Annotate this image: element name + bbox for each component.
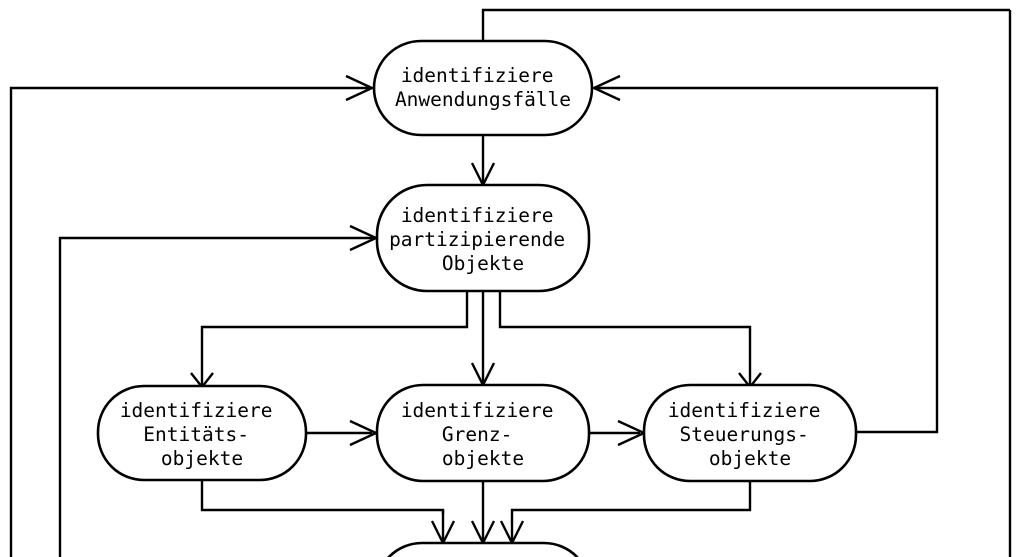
node-anwendungsfaelle-label: identifiziere Anwendungsfälle [395,64,571,111]
node-entitaetsobjekte[interactable]: identifiziere Entitäts- objekte [96,384,308,482]
node-bottom-node-cutoff[interactable] [376,541,590,557]
edge-left-inner-loop-to-partizipierende [58,236,374,557]
node-steuerungsobjekte-shape [642,383,858,483]
arrowhead-into-anwendungsfaelle-right [591,74,621,102]
node-partizipierende-line-1: partizipierende [389,228,565,251]
node-grenz-line-1: Grenz- [442,423,512,446]
node-grenzobjekte-shape [375,383,591,483]
node-grenzobjekte[interactable]: identifiziere Grenz- objekte [375,383,591,483]
node-partizipierende-line-0: identifiziere [401,204,554,227]
node-entitaetsobjekte-shape [96,384,308,482]
edge-steuerungs-to-anwendungsfaelle-feedback [596,86,939,434]
node-steuerungsobjekte-label: identifiziere Steuerungs- objekte [668,399,832,470]
node-grenz-line-2: objekte [442,447,524,470]
node-partizipierende-objekte[interactable]: identifiziere partizipierende Objekte [375,183,591,293]
node-entitaets-line-2: objekte [161,447,243,470]
node-entitaetsobjekte-label: identifiziere Entitäts- objekte [120,399,284,470]
node-entitaets-line-0: identifiziere [120,399,273,422]
node-layer: identifiziere Anwendungsfälle identifizi… [96,39,858,557]
node-steuerungs-line-2: objekte [709,447,791,470]
edge-top-return-into-anwendungsfaelle [481,8,1010,41]
edge-steuerungs-to-bottom [510,479,752,543]
node-anwendungsfaelle-shape [372,39,594,137]
node-steuerungsobjekte[interactable]: identifiziere Steuerungs- objekte [642,383,858,483]
node-bottom-shape [387,541,579,557]
node-entitaets-line-1: Entitäts- [143,423,249,446]
node-anwendungsfaelle-line-0: identifiziere [401,64,554,87]
node-steuerungs-line-1: Steuerungs- [680,423,809,446]
arrowhead-into-anwendungsfaelle-left [345,74,375,102]
node-partizipierende-objekte-shape [375,183,591,293]
node-grenzobjekte-label: identifiziere Grenz- objekte [401,399,565,470]
node-grenz-line-0: identifiziere [401,399,554,422]
edge-partizipierende-trunk-right [498,291,752,387]
node-anwendungsfaelle-line-1: Anwendungsfälle [395,88,571,111]
node-partizipierende-objekte-label: identifiziere partizipierende Objekte [389,204,577,275]
node-anwendungsfaelle[interactable]: identifiziere Anwendungsfälle [372,39,594,137]
edge-partizipierende-trunk-left [200,291,469,359]
node-partizipierende-line-2: Objekte [442,252,524,275]
node-steuerungs-line-0: identifiziere [668,399,821,422]
edge-entitaets-to-bottom [200,479,445,514]
edge-left-outer-loop-to-anwendungsfaelle [9,86,370,557]
